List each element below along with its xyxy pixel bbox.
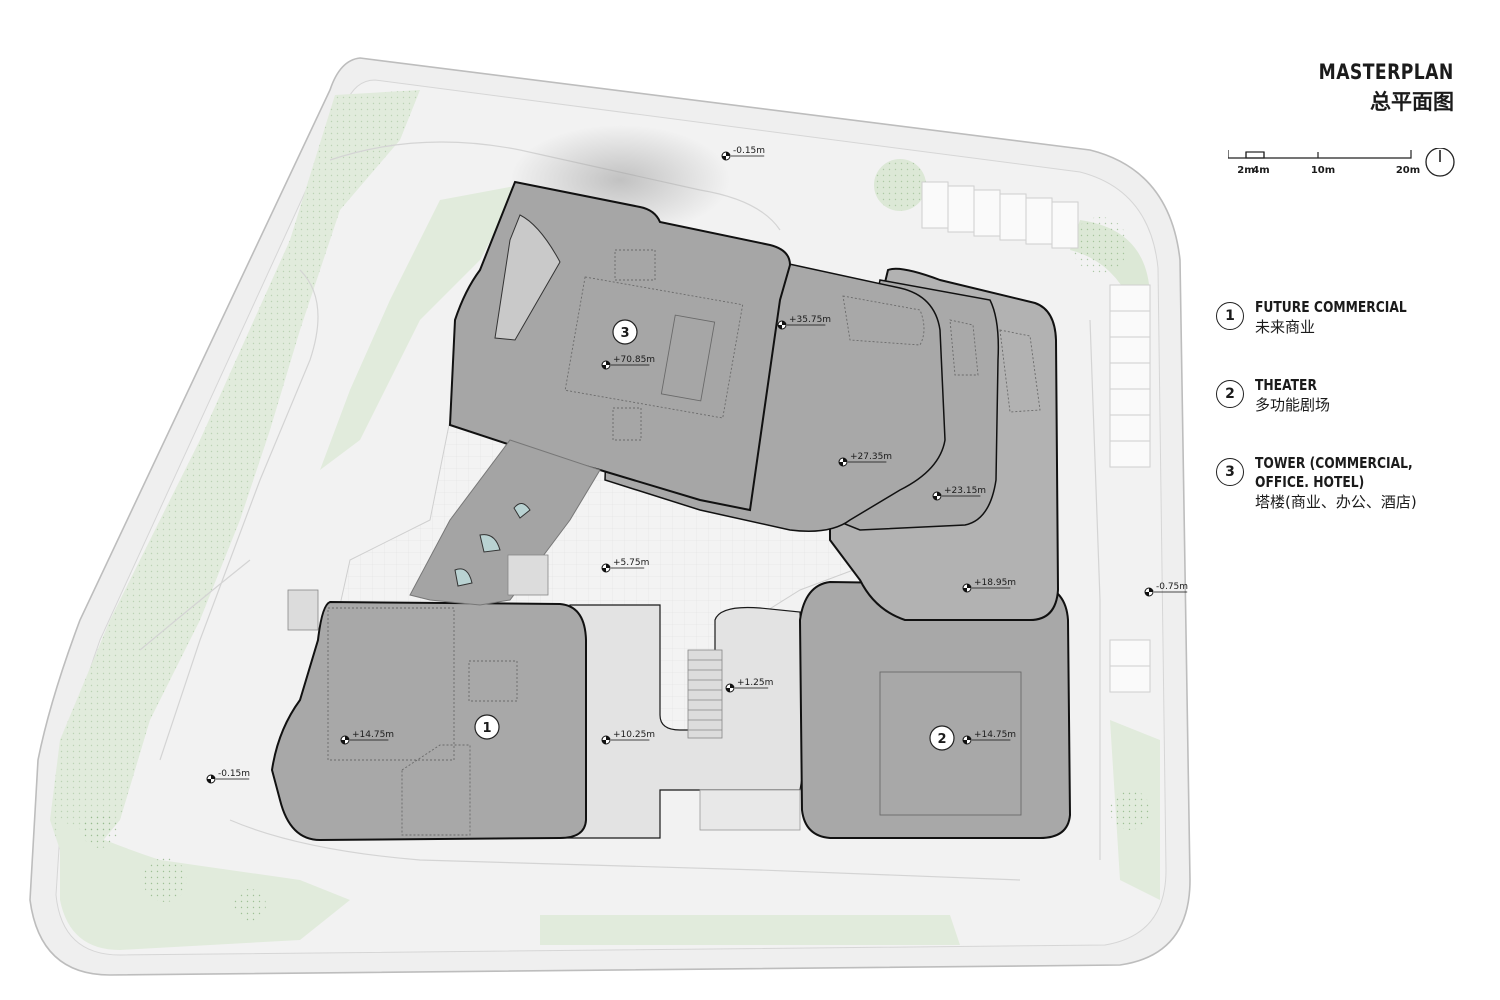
elevation-marker-125: +1.25m xyxy=(725,678,773,693)
scale-label-4m: 4m xyxy=(1252,165,1269,176)
site-paths xyxy=(139,141,1101,881)
elevation-markers: -0.15m +70.85m +35.75m +27.35m +23.15m +18.95… xyxy=(206,146,1188,784)
connector-bridge xyxy=(409,439,601,606)
elevation-label: +18.95m xyxy=(974,578,1016,588)
elevation-marker-1895: +18.95m xyxy=(962,578,1016,593)
title-english: MASTERPLAN xyxy=(1318,60,1454,84)
building-marker-1-label: 1 xyxy=(482,721,491,736)
building-marker-3-label: 3 xyxy=(620,326,629,341)
building-marker-3: 3 xyxy=(612,319,638,345)
elevation-marker-575: +5.75m xyxy=(601,558,649,573)
elevation-marker-1025: +10.25m xyxy=(601,730,655,745)
scale-bar: 2m 4m 10m 20m xyxy=(1228,148,1455,177)
stairs xyxy=(287,554,723,739)
legend: 1 FUTURE COMMERCIAL 未来商业 2 THEATER 多功能剧场… xyxy=(1216,298,1486,532)
elevation-label: +14.75m xyxy=(352,730,394,740)
scale-label-2m: 2m xyxy=(1237,165,1254,176)
elevation-marker-top: -0.15m xyxy=(721,146,765,161)
elevation-label: +10.25m xyxy=(613,730,655,740)
landscape-greenery xyxy=(50,90,1160,950)
elevation-label: +23.15m xyxy=(944,486,986,496)
elevation-label: +1.25m xyxy=(737,678,773,688)
elevation-marker-b2: +14.75m xyxy=(962,730,1016,745)
elevation-label: -0.15m xyxy=(218,769,250,779)
elevation-marker-2315: +23.15m xyxy=(932,486,986,501)
legend-item-future-commercial: 1 FUTURE COMMERCIAL 未来商业 xyxy=(1216,298,1486,376)
legend-label-cn: 塔楼(商业、办公、酒店) xyxy=(1255,493,1417,511)
parking-stalls xyxy=(921,181,1151,693)
north-arrow-icon xyxy=(1425,148,1455,177)
elevation-label: +5.75m xyxy=(613,558,649,568)
legend-label-en-line2: OFFICE. HOTEL) xyxy=(1255,473,1365,491)
title-chinese: 总平面图 xyxy=(1370,90,1454,114)
elevation-marker-tower_top: +70.85m xyxy=(601,355,655,370)
elevation-label: +70.85m xyxy=(613,355,655,365)
elevation-label: +14.75m xyxy=(974,730,1016,740)
legend-number: 1 xyxy=(1216,302,1244,330)
legend-label-en-line1: TOWER (COMMERCIAL, xyxy=(1255,454,1413,472)
building-2-theater xyxy=(798,580,1072,839)
legend-number: 2 xyxy=(1216,380,1244,408)
scale-label-10m: 10m xyxy=(1311,165,1335,176)
legend-number: 3 xyxy=(1216,458,1244,486)
elevation-label: +27.35m xyxy=(850,452,892,462)
legend-label-en: THEATER xyxy=(1255,376,1317,394)
elevation-label: -0.75m xyxy=(1156,582,1188,592)
elevation-marker-b1: +14.75m xyxy=(340,730,394,745)
elevation-marker-west: -0.15m xyxy=(206,769,250,784)
building-marker-2: 2 xyxy=(929,725,955,751)
building-marker-2-label: 2 xyxy=(937,732,946,747)
scale-label-20m: 20m xyxy=(1396,165,1420,176)
elevation-marker-east: -0.75m xyxy=(1144,582,1188,597)
title-block: MASTERPLAN 总平面图 xyxy=(1289,60,1454,116)
legend-label-cn: 未来商业 xyxy=(1255,318,1316,336)
legend-label-en: FUTURE COMMERCIAL xyxy=(1255,298,1407,316)
legend-item-theater: 2 THEATER 多功能剧场 xyxy=(1216,376,1486,454)
elevation-label: -0.15m xyxy=(733,146,765,156)
legend-item-tower: 3 TOWER (COMMERCIAL, OFFICE. HOTEL) 塔楼(商… xyxy=(1216,454,1486,532)
building-marker-1: 1 xyxy=(474,714,500,740)
legend-label-cn: 多功能剧场 xyxy=(1255,396,1331,414)
elevation-marker-3575: +35.75m xyxy=(777,315,831,330)
elevation-marker-2735: +27.35m xyxy=(838,452,892,467)
building-1-future-commercial xyxy=(270,600,587,842)
elevation-label: +35.75m xyxy=(789,315,831,325)
